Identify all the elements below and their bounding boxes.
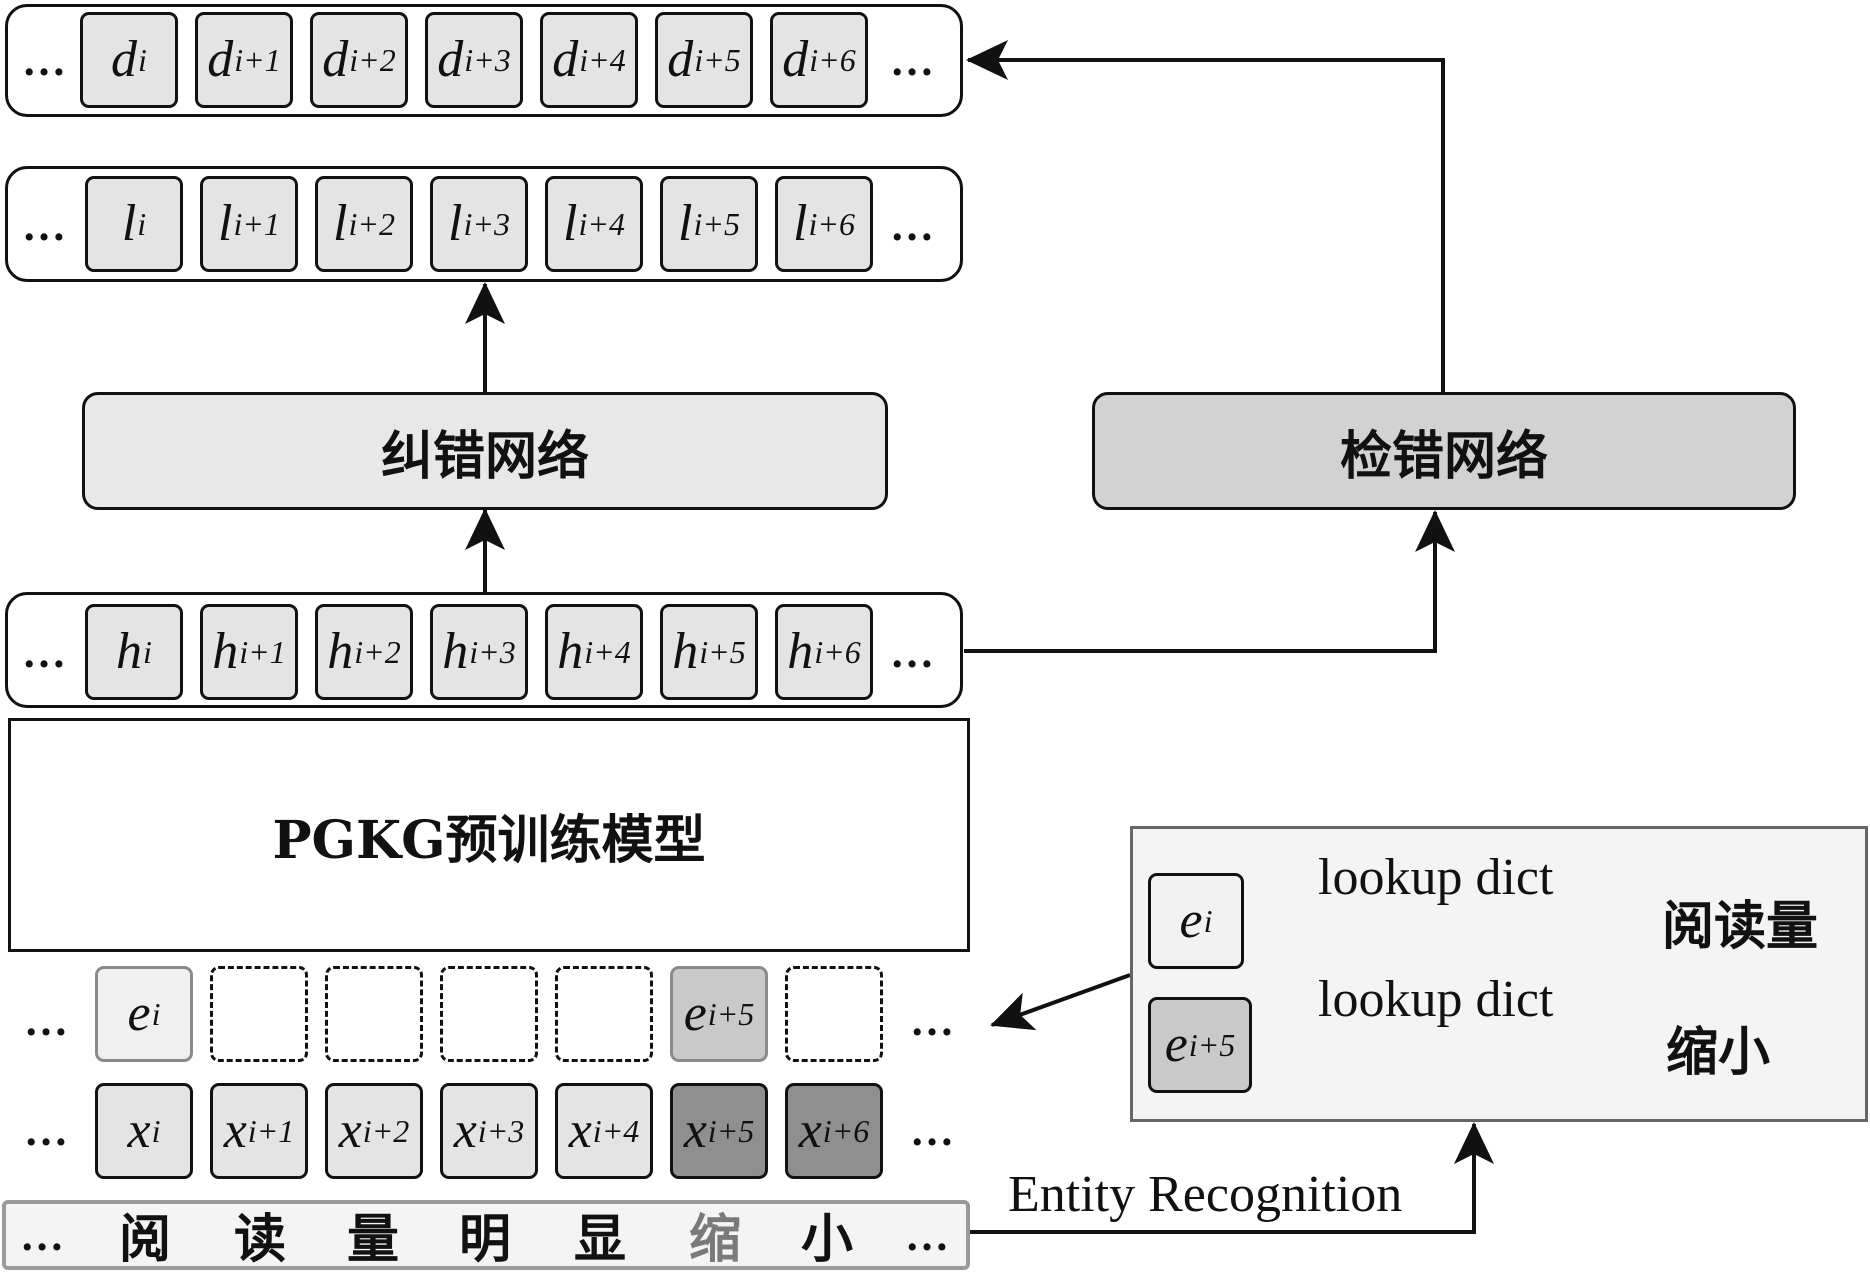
e-cell-4	[555, 966, 653, 1062]
pretrained-model-label: PGKG预训练模型	[272, 809, 706, 871]
arrow-input-to-lookup	[970, 1122, 1494, 1234]
lookup-dict-label-1: lookup dict	[1318, 849, 1554, 906]
arrow-h-to-detection	[964, 510, 1455, 653]
arrow-detection-to-d	[966, 40, 1445, 392]
input-char-4: 显	[573, 1209, 626, 1270]
input-char-3: 明	[458, 1209, 511, 1270]
input-char-2: 量	[346, 1209, 399, 1270]
l-row-ellipsis-right: …	[890, 200, 936, 250]
d-row-ellipsis-right: …	[890, 35, 936, 85]
arrow-lookup-to-e	[990, 973, 1131, 1031]
e-cell-6	[785, 966, 883, 1062]
lookup-word-2: 缩小	[1666, 1022, 1771, 1083]
e-cell-2	[325, 966, 423, 1062]
e-row-ellipsis-right: …	[910, 995, 956, 1045]
input-ellipsis-left: …	[20, 1210, 66, 1260]
input-char-1: 读	[233, 1209, 286, 1270]
x-row-ellipsis-right: …	[910, 1105, 956, 1155]
input-ellipsis-right: …	[905, 1210, 951, 1260]
lookup-dict-label-2: lookup dict	[1318, 971, 1554, 1028]
input-sentence-frame	[2, 1200, 970, 1270]
e-cell-1	[210, 966, 308, 1062]
lookup-word-1: 阅读量	[1662, 896, 1819, 957]
entity-recognition-label: Entity Recognition	[1008, 1166, 1403, 1223]
h-row-ellipsis-left: …	[22, 627, 68, 677]
correction-network-box: 纠错网络	[82, 392, 888, 510]
pretrained-model-box: PGKG预训练模型	[8, 718, 970, 952]
input-char-5: 缩	[688, 1209, 741, 1270]
e-row-ellipsis-left: …	[24, 995, 70, 1045]
l-row-ellipsis-left: …	[22, 200, 68, 250]
input-char-0: 阅	[118, 1209, 171, 1270]
h-row-ellipsis-right: …	[890, 627, 936, 677]
detection-network-box: 检错网络	[1092, 392, 1796, 510]
d-row-ellipsis-left: …	[22, 35, 68, 85]
input-char-6: 小	[800, 1209, 853, 1270]
lookup-panel	[1130, 826, 1868, 1122]
x-row-ellipsis-left: …	[24, 1105, 70, 1155]
e-cell-3	[440, 966, 538, 1062]
